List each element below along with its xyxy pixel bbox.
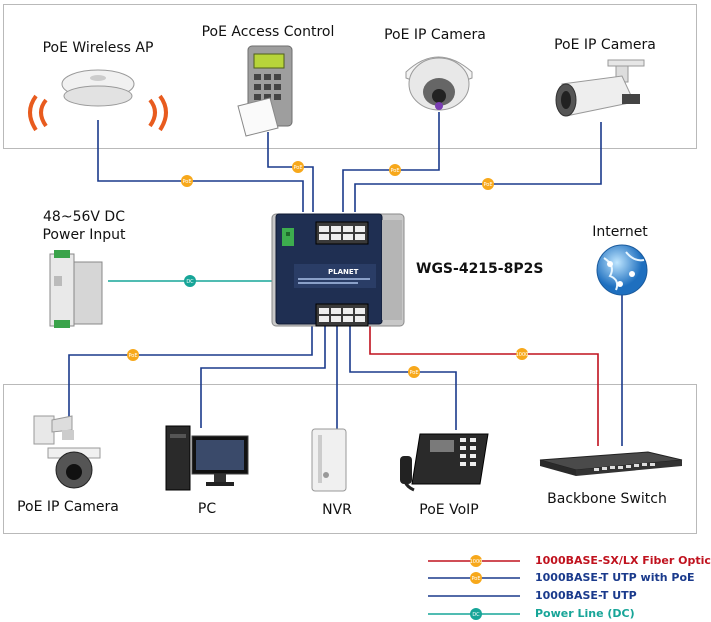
svg-text:DC: DC — [472, 612, 480, 618]
poe-badge: PoE — [408, 366, 420, 378]
poe-line-ap — [97, 120, 304, 212]
poe-line-access — [267, 132, 314, 212]
svg-text:PoE: PoE — [409, 370, 418, 376]
device-label-bullet-camera: PoE IP Camera — [554, 37, 656, 53]
svg-text:PoE: PoE — [483, 182, 492, 188]
industrial-switch-icon: PLANET — [271, 213, 405, 327]
legend-utp-poe: 1000BASE-T UTP with PoE — [535, 571, 695, 584]
svg-text:PoE: PoE — [128, 353, 137, 359]
legend-fiber: 1000BASE-SX/LX Fiber Optic — [535, 554, 711, 567]
dome-camera-icon — [405, 56, 473, 111]
device-label-access-control: PoE Access Control — [201, 24, 335, 40]
svg-text:PoE: PoE — [293, 165, 302, 171]
poe-line-dome — [342, 112, 440, 212]
poe-badge: PoE — [482, 178, 494, 190]
svg-text:DC: DC — [186, 279, 194, 285]
utp-line-pc — [200, 325, 326, 428]
poe-badge: PoE — [292, 161, 304, 173]
access-control-icon — [237, 45, 293, 137]
poe-badge: PoE — [181, 175, 193, 187]
switch-brand: PLANET — [328, 268, 359, 276]
bullet-camera-icon — [555, 59, 645, 117]
voip-phone-icon — [400, 433, 489, 492]
device-label-wireless-ap: PoE Wireless AP — [42, 40, 154, 56]
svg-text:1000: 1000 — [470, 559, 483, 565]
legend-utp: 1000BASE-T UTP — [535, 589, 637, 602]
dc-power-supply-icon — [49, 250, 103, 328]
device-label-ptz-camera: PoE IP Camera — [17, 499, 119, 515]
device-label-backbone-switch: Backbone Switch — [547, 491, 667, 507]
svg-text:PoE: PoE — [182, 179, 191, 185]
power-label-line1: 48~56V DC — [43, 209, 125, 225]
fiber-badge: 1000 — [516, 348, 529, 360]
wireless-ap-icon — [28, 69, 168, 132]
device-label-nvr: NVR — [322, 502, 352, 518]
globe-icon — [596, 244, 648, 296]
ptz-camera-icon — [33, 415, 101, 489]
internet-label: Internet — [592, 224, 648, 240]
svg-text:PoE: PoE — [471, 576, 480, 582]
poe-badge: PoE — [127, 349, 139, 361]
poe-line-bullet — [354, 122, 602, 212]
backbone-switch-icon — [539, 451, 683, 476]
poe-line-ptz — [68, 325, 313, 422]
dc-badge: DC — [184, 275, 196, 287]
svg-text:PoE: PoE — [390, 168, 399, 174]
legend-dc: Power Line (DC) — [535, 607, 635, 620]
poe-badge: PoE — [389, 164, 401, 176]
fiber-line-a — [369, 325, 599, 446]
power-label-line2: Power Input — [42, 227, 126, 243]
svg-text:1000: 1000 — [516, 352, 529, 358]
switch-model-label: WGS-4215-8P2S — [416, 261, 544, 277]
device-label-voip: PoE VoIP — [419, 502, 479, 518]
nvr-icon — [311, 428, 347, 492]
device-label-dome-camera: PoE IP Camera — [384, 27, 486, 43]
poe-line-voip — [349, 325, 457, 430]
pc-icon — [165, 425, 249, 491]
device-label-pc: PC — [197, 501, 217, 517]
